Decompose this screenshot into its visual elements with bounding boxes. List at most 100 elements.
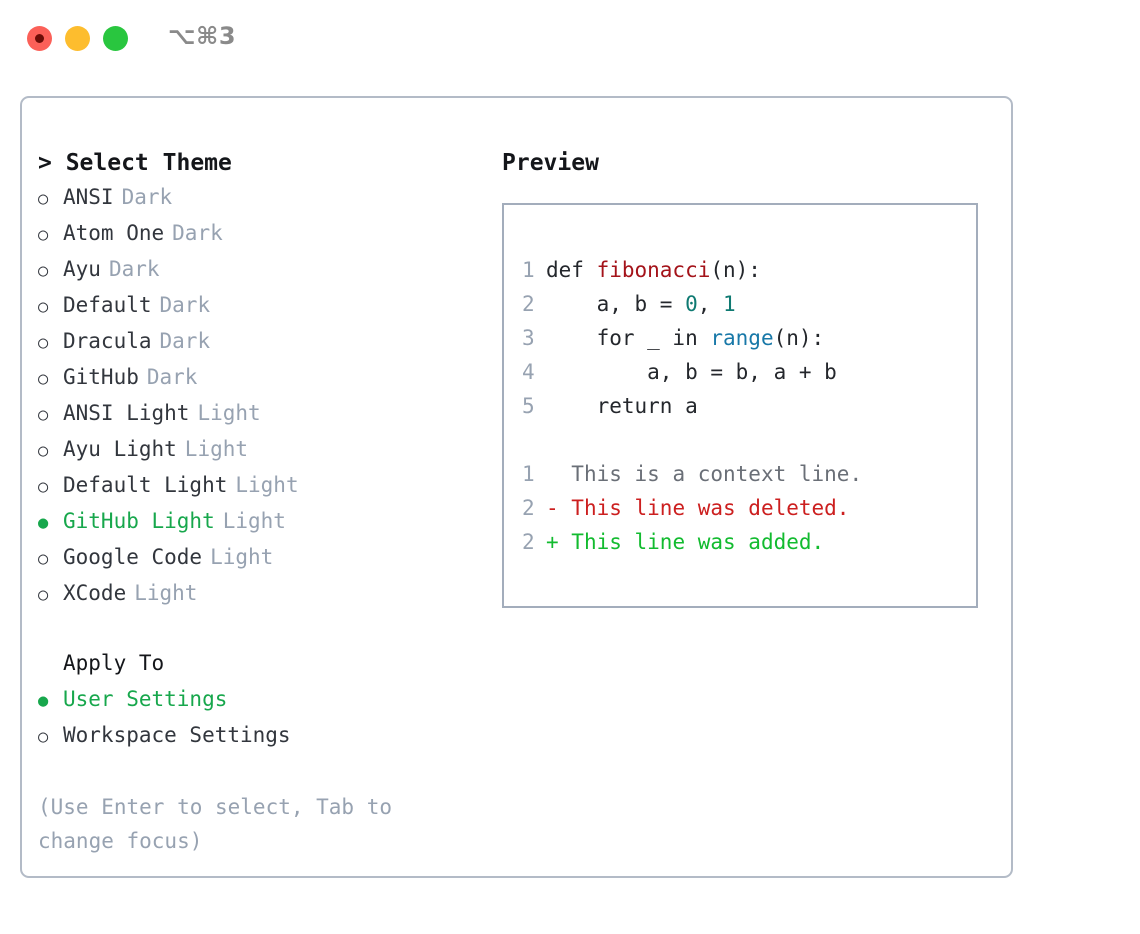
theme-variant-tag: Dark <box>159 329 211 353</box>
theme-option-github-light[interactable]: ● GitHub Light Light <box>38 504 478 540</box>
list-spacer <box>38 612 478 646</box>
theme-option-label: GitHub Light <box>63 509 215 533</box>
theme-option-label: Dracula <box>63 329 152 353</box>
window-controls <box>27 26 128 51</box>
theme-option-ansi-light[interactable]: ○ ANSI Light Light <box>38 396 478 432</box>
theme-option-label: Ayu <box>63 257 101 281</box>
theme-variant-tag: Light <box>235 473 299 497</box>
theme-variant-tag: Light <box>222 509 286 533</box>
radio-unselected-icon: ○ <box>38 549 49 569</box>
hint-spacer <box>38 754 478 790</box>
select-theme-header: > Select Theme <box>38 150 232 176</box>
diff-marker: - <box>546 496 559 520</box>
code-token-fn: fibonacci <box>596 258 711 282</box>
apply-to-option-label: Workspace Settings <box>63 723 291 747</box>
maximize-button-icon[interactable] <box>103 26 128 51</box>
theme-variant-tag: Dark <box>172 221 223 245</box>
diff-line-ctx: 1 This is a context line. <box>522 457 970 491</box>
theme-option-ayu[interactable]: ○ Ayu Dark <box>38 252 478 288</box>
diff-text: This line was deleted. <box>558 496 850 520</box>
code-token-plain: (n): <box>710 258 761 282</box>
theme-option-dracula[interactable]: ○ Dracula Dark <box>38 324 478 360</box>
radio-unselected-icon: ○ <box>38 261 49 281</box>
line-number: 5 <box>522 394 535 418</box>
apply-to-header-indent <box>38 648 63 682</box>
theme-option-label: Google Code <box>63 545 203 569</box>
line-number: 3 <box>522 326 535 350</box>
apply-to-option-workspace-settings[interactable]: ○ Workspace Settings <box>38 718 478 754</box>
keyboard-hint-text: (Use Enter to select, Tab to change focu… <box>38 795 393 853</box>
line-number: 2 <box>522 292 535 316</box>
diff-line-add: 2 + This line was added. <box>522 525 970 559</box>
radio-selected-icon: ● <box>38 691 49 711</box>
radio-unselected-icon: ○ <box>38 585 49 605</box>
code-token-plain: (n): <box>773 326 825 350</box>
close-button-icon[interactable] <box>27 26 52 51</box>
theme-variant-tag: Dark <box>159 293 211 317</box>
radio-unselected-icon: ○ <box>38 333 49 353</box>
line-number: 4 <box>522 360 535 384</box>
apply-to-option-user-settings[interactable]: ●User Settings <box>38 682 478 718</box>
theme-variant-tag: Dark <box>146 365 198 389</box>
diff-line-del: 2- This line was deleted. <box>522 491 970 525</box>
theme-option-label: Atom One <box>63 221 165 245</box>
code-line: 4 a, b = b, a + b <box>522 355 970 389</box>
theme-option-default-light[interactable]: ○ Default Light Light <box>38 468 478 504</box>
diff-text: This is a context line. <box>558 462 863 486</box>
theme-option-label: Ayu Light <box>63 437 177 461</box>
radio-unselected-icon: ○ <box>38 189 49 209</box>
apply-to-list[interactable]: ●User Settings ○ Workspace Settings <box>38 682 478 754</box>
code-token-call: range <box>710 326 774 350</box>
line-number: 2 <box>522 496 535 520</box>
code-token-plain: a, b = <box>546 292 686 316</box>
diff-sample: 1 This is a context line.2- This line wa… <box>522 457 970 559</box>
theme-option-label: XCode <box>63 581 127 605</box>
diff-marker: + <box>546 530 559 554</box>
code-token-plain: , <box>697 292 724 316</box>
theme-option-default[interactable]: ○ Default Dark <box>38 288 478 324</box>
radio-unselected-icon: ○ <box>38 477 49 497</box>
theme-variant-tag: Light <box>197 401 261 425</box>
line-number: 1 <box>522 462 535 486</box>
preview-header: Preview <box>502 150 599 176</box>
line-number: 2 <box>522 530 535 554</box>
theme-option-github[interactable]: ○ GitHub Dark <box>38 360 478 396</box>
code-token-num: 1 <box>723 292 736 316</box>
theme-option-label: GitHub <box>63 365 139 389</box>
title-bar: ⌥⌘3 <box>0 0 1140 76</box>
code-line: 3 for _ in range(n): <box>522 321 970 355</box>
theme-option-label: Default Light <box>63 473 228 497</box>
theme-variant-tag: Dark <box>108 257 160 281</box>
theme-variant-tag: Light <box>184 437 249 461</box>
code-diff-gap <box>522 423 970 457</box>
theme-option-label: ANSI Light <box>63 401 190 425</box>
radio-selected-icon: ● <box>38 513 49 533</box>
code-token-plain: for _ in <box>546 326 711 350</box>
diff-text: This line was added. <box>558 530 825 554</box>
line-number: 1 <box>522 258 535 282</box>
theme-variant-tag: Light <box>134 581 198 605</box>
code-token-num: 0 <box>685 292 698 316</box>
radio-unselected-icon: ○ <box>38 727 49 747</box>
code-token-plain: a, b = b, a + b <box>546 360 837 384</box>
theme-option-label: Default <box>63 293 152 317</box>
radio-unselected-icon: ○ <box>38 405 49 425</box>
radio-unselected-icon: ○ <box>38 297 49 317</box>
theme-option-xcode[interactable]: ○ XCode Light <box>38 576 478 612</box>
radio-unselected-icon: ○ <box>38 369 49 389</box>
minimize-button-icon[interactable] <box>65 26 90 51</box>
code-token-plain: return a <box>546 394 698 418</box>
